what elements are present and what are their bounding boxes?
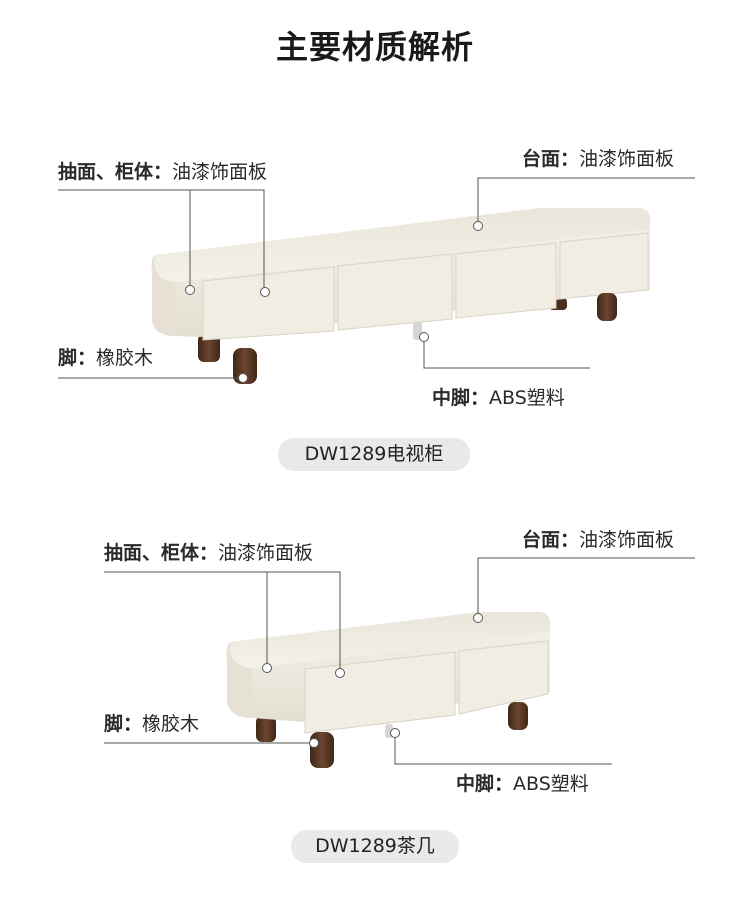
label-drawer-body: 抽面、柜体：油漆饰面板	[58, 161, 268, 183]
product-name-pill: DW1289茶几	[291, 830, 459, 863]
table-top	[229, 612, 551, 668]
leader-line	[423, 337, 590, 369]
product-name-pill: DW1289电视柜	[278, 438, 470, 471]
leader-line	[394, 733, 612, 765]
callout-dot	[238, 373, 248, 383]
label-legs: 脚：橡胶木	[58, 347, 154, 369]
tv-cabinet-illustration	[58, 177, 695, 384]
drawer	[202, 266, 335, 341]
label-top: 台面：油漆饰面板	[522, 529, 675, 551]
callout-dot	[335, 668, 345, 678]
drawer	[337, 253, 453, 331]
back-leg	[198, 334, 220, 362]
callout-dot	[260, 287, 270, 297]
label-middle-leg: 中脚：ABS塑料	[456, 773, 589, 795]
callout-dot	[473, 613, 483, 623]
callout-dot	[185, 285, 195, 295]
coffee-table-section: 抽面、柜体：油漆饰面板 台面：油漆饰面板 脚：橡胶木 中脚：ABS塑料 DW12…	[0, 480, 750, 897]
drawer	[458, 640, 549, 715]
callout-dot	[473, 221, 483, 231]
callout-dot	[262, 663, 272, 673]
label-top: 台面：油漆饰面板	[522, 148, 675, 170]
tv-cabinet-section: 抽面、柜体：油漆饰面板 台面：油漆饰面板 脚：橡胶木 中脚：ABS塑料 DW12…	[58, 148, 695, 471]
callout-dot	[419, 332, 429, 342]
callout-dot	[309, 738, 319, 748]
leader-line	[477, 557, 695, 618]
label-legs: 脚：橡胶木	[104, 713, 200, 735]
label-middle-leg: 中脚：ABS塑料	[432, 387, 565, 409]
drawer	[559, 232, 649, 300]
front-leg	[508, 702, 528, 730]
label-drawer-body: 抽面、柜体：油漆饰面板	[104, 542, 314, 564]
leader-line	[477, 177, 695, 226]
leader-line	[104, 571, 341, 673]
drawer	[455, 242, 557, 319]
front-leg	[597, 293, 617, 321]
callout-dot	[390, 728, 400, 738]
coffee-table-illustration	[104, 557, 695, 768]
leader-line	[58, 189, 265, 292]
page-title: 主要材质解析	[275, 28, 474, 66]
cabinet-top	[154, 208, 651, 282]
back-leg	[256, 716, 276, 742]
front-leg	[310, 732, 334, 768]
